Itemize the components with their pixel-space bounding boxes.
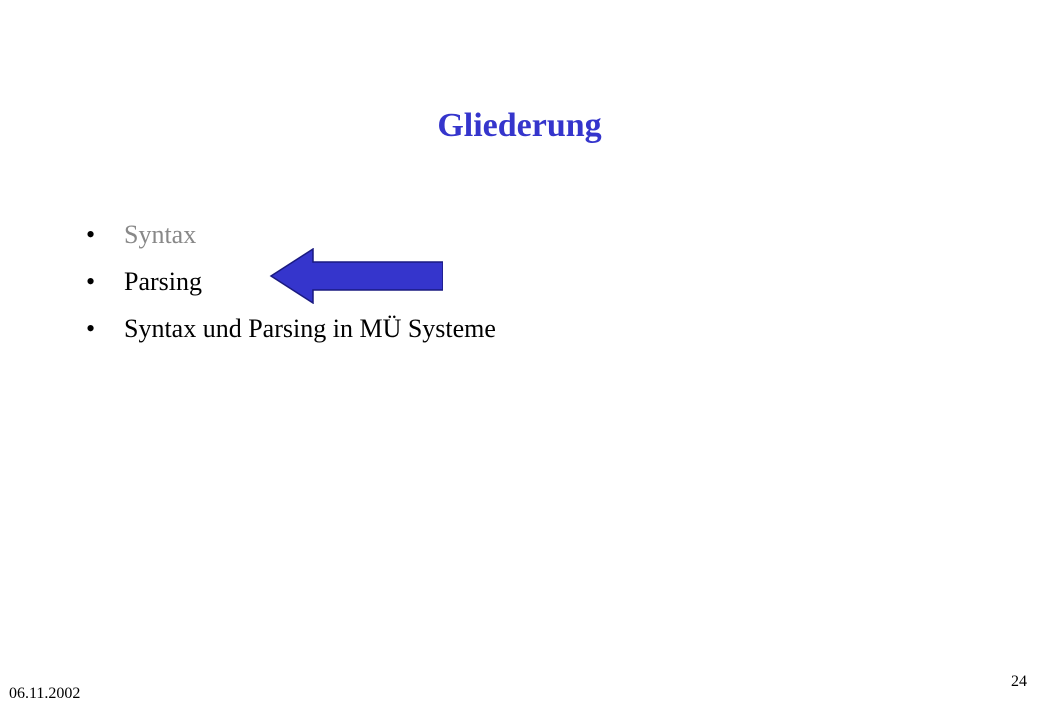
bullet-text: Syntax und Parsing in MÜ Systeme xyxy=(124,314,496,343)
bullet-text: Syntax xyxy=(124,220,197,249)
bullet-marker: • xyxy=(86,314,96,343)
bullet-item-syntax-parsing-mue: • Syntax und Parsing in MÜ Systeme xyxy=(86,309,496,356)
left-arrow-icon xyxy=(269,248,443,304)
bullet-item-syntax: • Syntax xyxy=(86,215,496,262)
bullet-text: Parsing xyxy=(124,267,202,296)
bullet-marker: • xyxy=(86,220,96,249)
page-number: 24 xyxy=(1011,673,1027,690)
bullet-list: • Syntax • Parsing • Syntax und Parsing … xyxy=(86,215,496,356)
bullet-item-parsing: • Parsing xyxy=(86,262,496,309)
bullet-marker: • xyxy=(86,267,96,296)
arrow-shape xyxy=(269,248,443,304)
slide-title: Gliederung xyxy=(437,107,602,144)
footer-date: 06.11.2002 xyxy=(9,685,81,702)
